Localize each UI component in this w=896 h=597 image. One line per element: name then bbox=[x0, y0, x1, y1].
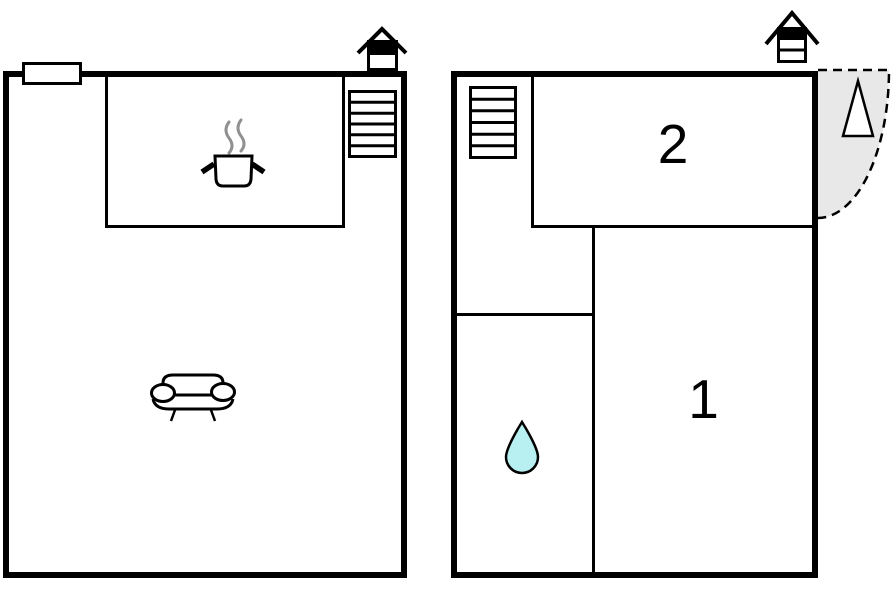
sofa-leg-left bbox=[169, 409, 177, 422]
interior-wall-vertical bbox=[592, 228, 595, 572]
stairs-icon bbox=[469, 86, 517, 159]
entrance-door-swing bbox=[818, 68, 891, 220]
door-swing-arc bbox=[818, 68, 891, 220]
chimney-icon bbox=[764, 9, 820, 63]
room-2-number: 2 bbox=[657, 113, 689, 175]
pot-handle-right bbox=[250, 161, 266, 175]
sofa-armrest-right bbox=[210, 382, 236, 402]
chimney-icon bbox=[356, 26, 408, 71]
left-building-outline bbox=[3, 71, 407, 578]
steam-lines bbox=[224, 118, 246, 155]
roof-lines bbox=[764, 9, 820, 46]
room-2-outline bbox=[531, 77, 812, 228]
kitchen-room-outline bbox=[105, 77, 345, 228]
right-building-outline bbox=[451, 71, 818, 578]
interior-wall-horizontal bbox=[457, 313, 595, 316]
roof-lines bbox=[356, 26, 408, 55]
sofa-leg-right bbox=[209, 409, 217, 422]
pot-body bbox=[213, 154, 254, 188]
door-swing-area bbox=[818, 70, 889, 218]
room-1-label: 1 bbox=[595, 228, 812, 569]
sofa-backrest bbox=[161, 373, 225, 398]
room-2-label: 2 bbox=[534, 70, 812, 218]
sofa-icon bbox=[150, 373, 236, 422]
water-drop-icon bbox=[504, 419, 540, 475]
stairs-icon bbox=[348, 90, 397, 158]
cooking-pot-icon bbox=[200, 118, 266, 188]
window bbox=[22, 62, 82, 85]
sofa-armrest-left bbox=[150, 383, 176, 403]
sofa-base bbox=[151, 398, 235, 411]
pot-handle-left bbox=[200, 161, 216, 175]
room-1-number: 1 bbox=[688, 367, 719, 430]
entrance-arrow-icon bbox=[841, 76, 875, 138]
